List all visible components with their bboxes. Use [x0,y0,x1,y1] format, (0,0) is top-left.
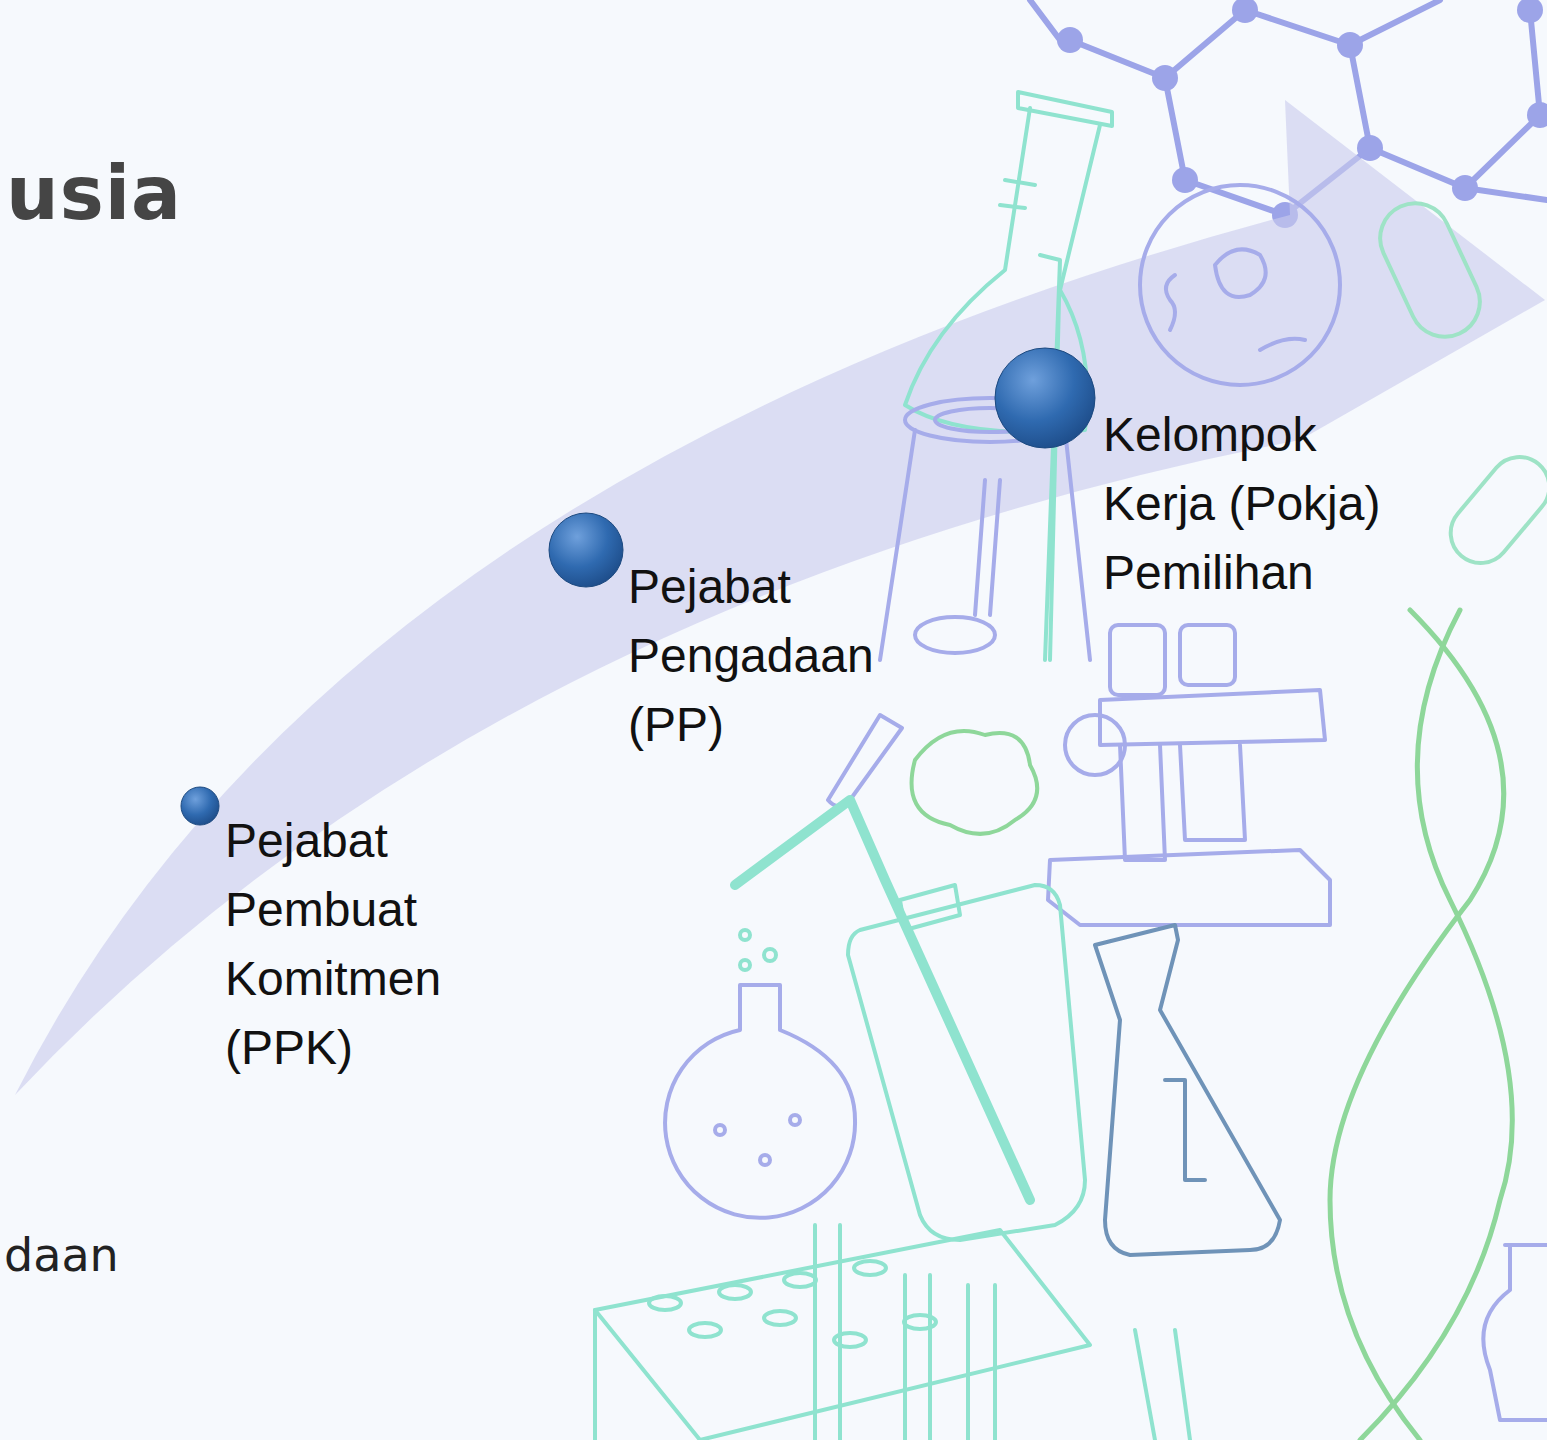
point-circle-fill [549,513,623,587]
amoeba [912,731,1038,834]
small-flask [1483,1245,1547,1420]
point-label: Pejabat Pembuat Komitmen (PPK) [225,806,475,1082]
test-tube [828,715,902,806]
arrow-band [15,100,1545,1095]
tube-rack [595,1225,1190,1440]
wash-bottle [735,800,1085,1240]
point-circle-fill [995,348,1095,448]
point-label: Pejabat Pengadaan (PP) [628,552,898,759]
slide-title: usia [6,150,182,236]
microscope [1048,625,1330,925]
timeline-point: Pejabat Pembuat Komitmen (PPK) [225,806,475,1086]
title-fragment: daan [4,1228,119,1282]
point-circle-fill [181,787,219,825]
round-flask [665,985,855,1218]
erlenmeyer [1095,925,1280,1255]
timeline-point: Pejabat Pengadaan (PP) [628,552,898,763]
bacteria [1369,192,1547,575]
point-circle [545,509,627,591]
petri-dish [1140,185,1340,385]
point-circle [991,344,1099,452]
dna-helix [1330,610,1512,1440]
point-circle [177,783,223,829]
timeline-point: Kelompok Kerja (Pokja) Pemilihan [1103,400,1403,611]
point-label: Kelompok Kerja (Pokja) Pemilihan [1103,400,1403,607]
